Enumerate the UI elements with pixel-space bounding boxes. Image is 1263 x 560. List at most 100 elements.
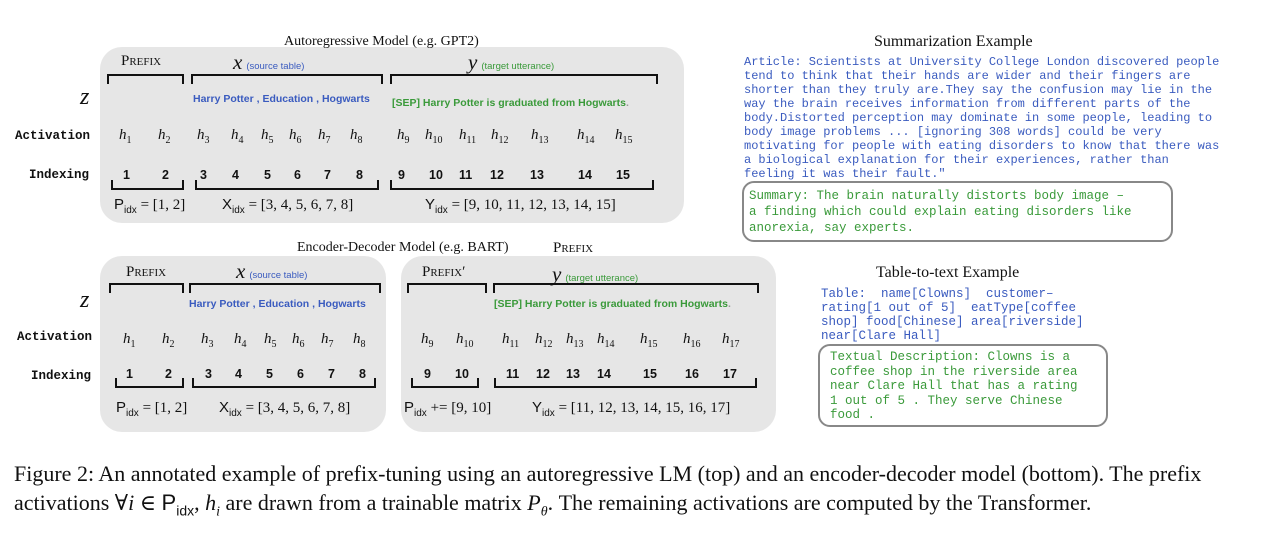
dec-y-label: y (target utterance) <box>552 262 639 286</box>
enc-x-bracket <box>189 283 381 293</box>
ar-prefix-idx-bracket <box>111 180 184 190</box>
dec-prefix-label: Prefix′ <box>422 264 466 280</box>
ar-activation-h5: h5 <box>261 127 274 146</box>
ed-index-10: 10 <box>455 367 469 381</box>
ar-z-label: z <box>80 84 90 110</box>
ar-activation-h14: h14 <box>577 127 595 146</box>
ar-prefix-bracket <box>107 74 184 84</box>
ed-activation-h4: h4 <box>234 331 247 350</box>
enc-x-label: x (source table) <box>236 259 308 283</box>
ar-activation-h3: h3 <box>197 127 210 146</box>
ar-activation-h9: h9 <box>397 127 410 146</box>
ed-index-16: 16 <box>685 367 699 381</box>
enc-prefix-idx-bracket <box>115 378 184 388</box>
ed-activation-h10: h10 <box>456 331 474 350</box>
description-text: Textual Description: Clowns is a coffee … <box>830 350 1078 422</box>
ed-activation-h13: h13 <box>566 331 584 350</box>
ed-index-15: 15 <box>643 367 657 381</box>
autoregressive-panel <box>100 47 684 223</box>
ar-prefix-index: Pidx = [1, 2] <box>114 196 186 216</box>
ed-activation-h9: h9 <box>421 331 434 350</box>
ed-index-11: 11 <box>506 367 520 381</box>
ar-index-15: 15 <box>616 168 630 182</box>
enc-prefix-bracket <box>109 283 184 293</box>
table-to-text-title: Table-to-text Example <box>876 264 1020 281</box>
ed-index-13: 13 <box>566 367 580 381</box>
ed-activation-h8: h8 <box>353 331 366 350</box>
ar-activation-h12: h12 <box>491 127 509 146</box>
encdec-indexing-label: Indexing <box>31 369 92 383</box>
ed-index-12: 12 <box>536 367 550 381</box>
figure-caption: Figure 2: An annotated example of prefix… <box>14 461 1202 520</box>
ar-index-3: 3 <box>200 168 207 182</box>
ar-activation-h6: h6 <box>289 127 302 146</box>
ed-activation-h7: h7 <box>321 331 334 350</box>
dec-prefix-index: Pidx += [9, 10] <box>404 399 492 419</box>
ar-activation-h10: h10 <box>425 127 443 146</box>
ar-y-idx-bracket <box>390 180 654 190</box>
ar-index-8: 8 <box>356 168 363 182</box>
ar-activation-h4: h4 <box>231 127 244 146</box>
enc-prefix-index: Pidx = [1, 2] <box>116 399 188 419</box>
encdec-prefix-top-label: Prefix <box>553 240 594 256</box>
enc-source-tokens: Harry Potter , Education , Hogwarts <box>189 298 366 310</box>
ed-index-7: 7 <box>328 367 335 381</box>
ar-x-idx-bracket <box>195 180 379 190</box>
dec-prefix-bracket <box>407 283 487 293</box>
enc-x-idx-bracket <box>192 378 376 388</box>
ar-activation-h11: h11 <box>459 127 477 146</box>
ar-x-index: Xidx = [3, 4, 5, 6, 7, 8] <box>222 196 354 216</box>
dec-target-tokens: [SEP] Harry Potter is graduated from Hog… <box>494 298 731 310</box>
ar-index-12: 12 <box>490 168 504 182</box>
ed-activation-h5: h5 <box>264 331 277 350</box>
ar-index-13: 13 <box>530 168 544 182</box>
ar-index-7: 7 <box>324 168 331 182</box>
ed-index-5: 5 <box>266 367 273 381</box>
ed-activation-h16: h16 <box>683 331 701 350</box>
summary-text: Summary: The brain naturally distorts bo… <box>749 189 1132 235</box>
encoder-panel <box>100 256 386 432</box>
table-input: Table: name[Clowns] customer– rating[1 o… <box>821 287 1084 343</box>
ed-activation-h14: h14 <box>597 331 615 350</box>
ar-prefix-label: Prefix <box>121 53 162 69</box>
encdec-title: Encoder-Decoder Model (e.g. BART) <box>297 240 509 255</box>
ed-activation-h15: h15 <box>640 331 658 350</box>
ed-index-17: 17 <box>723 367 737 381</box>
dec-y-bracket <box>493 283 759 293</box>
ar-x-bracket <box>191 74 383 84</box>
ed-index-6: 6 <box>297 367 304 381</box>
autoregressive-title: Autoregressive Model (e.g. GPT2) <box>284 34 479 49</box>
enc-prefix-label: Prefix <box>126 264 167 280</box>
ar-indexing-label: Indexing <box>29 168 90 182</box>
enc-x-index: Xidx = [3, 4, 5, 6, 7, 8] <box>219 399 351 419</box>
ed-activation-h3: h3 <box>201 331 214 350</box>
ar-activation-h7: h7 <box>318 127 331 146</box>
ed-index-3: 3 <box>205 367 212 381</box>
ar-x-label: x (source table) <box>233 50 305 74</box>
ar-y-label: y (target utterance) <box>468 50 555 74</box>
ar-index-4: 4 <box>232 168 239 182</box>
ar-index-9: 9 <box>398 168 405 182</box>
ar-activation-h8: h8 <box>350 127 363 146</box>
ed-index-4: 4 <box>235 367 242 381</box>
ar-index-6: 6 <box>294 168 301 182</box>
ar-activation-h13: h13 <box>531 127 549 146</box>
summarization-title: Summarization Example <box>874 33 1033 50</box>
ar-activation-h15: h15 <box>615 127 633 146</box>
ar-index-5: 5 <box>264 168 271 182</box>
ar-index-2: 2 <box>162 168 169 182</box>
ar-index-1: 1 <box>123 168 130 182</box>
summary-box <box>742 181 1173 242</box>
dec-y-idx-bracket <box>494 378 757 388</box>
ar-target-tokens: [SEP] Harry Potter is graduated from Hog… <box>392 97 629 109</box>
summarization-article: Article: Scientists at University Colleg… <box>744 55 1220 181</box>
dec-y-index: Yidx = [11, 12, 13, 14, 15, 16, 17] <box>532 399 731 419</box>
ed-index-2: 2 <box>165 367 172 381</box>
encdec-z-label: z <box>80 287 90 313</box>
ed-index-9: 9 <box>424 367 431 381</box>
ar-activation-label: Activation <box>15 129 91 143</box>
decoder-panel <box>401 256 776 432</box>
ar-source-tokens: Harry Potter , Education , Hogwarts <box>193 93 370 105</box>
ed-index-14: 14 <box>597 367 611 381</box>
ed-activation-h11: h11 <box>502 331 520 350</box>
